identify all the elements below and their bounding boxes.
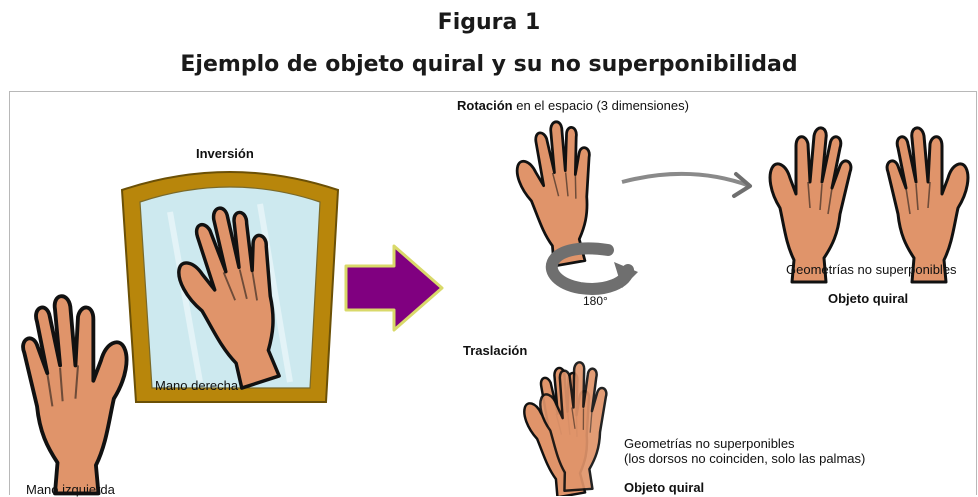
figure-number: Figura 1 (437, 10, 541, 35)
translation-result-line1: Geometrías no superponibles (624, 436, 795, 451)
left-hand (21, 294, 129, 496)
rotation-result-hand-2 (885, 126, 970, 284)
rotation-result-hand-1 (768, 126, 853, 284)
rotation-result-text: Geometrías no superponibles (786, 262, 957, 277)
mano-derecha-label: Mano derecha (155, 378, 239, 393)
rotation-result-bold: Objeto quiral (828, 291, 909, 306)
inversion-heading: Inversión (196, 146, 254, 161)
figure-panel: Inversión Mano derecha Mano izquierda Ro… (9, 91, 977, 497)
rotation-arrow (545, 242, 638, 295)
translation-hands (516, 359, 615, 496)
chirality-illustration (21, 115, 970, 496)
big-arrow (344, 244, 444, 332)
translation-result-line2: (los dorsos no coinciden, solo las palma… (624, 451, 866, 466)
rotation-heading: Rotación en el espacio (3 dimensiones) (457, 98, 689, 113)
rotation-heading-bold: Rotación (457, 98, 513, 113)
gray-curved-arrow (621, 171, 752, 198)
mano-izquierda-label: Mano izquierda (26, 482, 115, 497)
translation-result-bold: Objeto quiral (624, 480, 705, 495)
angle-label: 180° (583, 294, 608, 308)
figure-title: Ejemplo de objeto quiral y su no superpo… (180, 52, 798, 77)
translation-heading: Traslación (463, 343, 528, 358)
rotation-heading-rest: en el espacio (3 dimensiones) (512, 98, 689, 113)
